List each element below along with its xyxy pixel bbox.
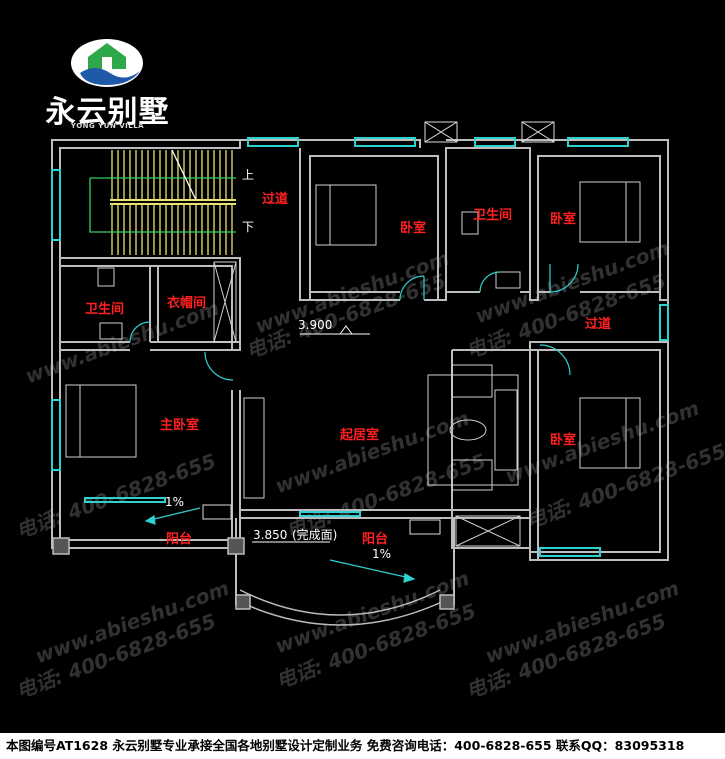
- staircase: [89, 149, 236, 255]
- balconies: [52, 505, 455, 626]
- window: [539, 547, 601, 557]
- shower: [495, 271, 521, 289]
- stair-down-label: 下: [242, 220, 254, 234]
- elevation-floor: 3.900: [298, 318, 332, 332]
- window: [84, 497, 166, 503]
- room-label-corridor: 过道: [262, 191, 288, 207]
- column: [227, 537, 245, 555]
- window: [354, 137, 416, 147]
- room-label-bedroom: 卧室: [550, 211, 576, 227]
- floor-plan: 过道 卧室 卫生间 卧室 卫生间 衣帽间 过道 主卧室 起居室 卧室 阳台 阳台…: [51, 121, 669, 626]
- bed-master: [65, 384, 137, 458]
- room-label-balcony: 阳台: [166, 531, 192, 547]
- room-label-master-bedroom: 主卧室: [160, 417, 199, 433]
- room-label-bedroom: 卧室: [550, 432, 576, 448]
- brand-name: 永云别墅: [45, 95, 170, 130]
- elevation-note: (完成面): [292, 527, 337, 542]
- window: [659, 304, 669, 341]
- room-label-balcony: 阳台: [362, 531, 388, 547]
- window: [567, 137, 629, 147]
- wardrobe: [213, 261, 237, 343]
- vents: [202, 121, 555, 535]
- room-label-living-room: 起居室: [339, 427, 379, 443]
- bed-right-lower: [579, 397, 641, 469]
- brand-name-en: YONG YUN VILLA: [70, 122, 145, 130]
- windows: [51, 137, 669, 557]
- slope-label: 1%: [165, 495, 184, 509]
- elevation-balcony: 3.850: [253, 528, 287, 542]
- footer-bar: 本图编号AT1628 永云别墅专业承接全国各地别墅设计定制业务 免费咨询电话：4…: [0, 733, 725, 759]
- slope-label: 1%: [372, 547, 391, 561]
- room-label-bedroom: 卧室: [400, 220, 426, 236]
- footer-text: 本图编号AT1628 永云别墅专业承接全国各地别墅设计定制业务 免费咨询电话：4…: [6, 738, 685, 753]
- room-label-bathroom: 卫生间: [473, 207, 512, 223]
- tv-cabinet: [243, 397, 265, 499]
- room-label-bathroom: 卫生间: [85, 301, 124, 317]
- window: [51, 169, 61, 241]
- doors: [129, 263, 579, 381]
- bed-mid: [315, 184, 377, 246]
- slope-arrows: [144, 507, 416, 583]
- brand-logo: 永云别墅 YONG YUN VILLA: [40, 35, 175, 130]
- sofa-set: [427, 374, 519, 486]
- room-label-closet: 衣帽间: [167, 295, 206, 311]
- window: [299, 511, 361, 517]
- house-cloud-logo-icon: [71, 39, 143, 87]
- window: [51, 399, 61, 471]
- column: [439, 594, 455, 610]
- column: [52, 537, 70, 555]
- furniture: [65, 181, 641, 547]
- window: [247, 137, 299, 147]
- window: [474, 137, 516, 147]
- bed-right: [579, 181, 641, 243]
- toilet: [461, 211, 479, 235]
- walls: [51, 139, 669, 605]
- toilet: [97, 267, 115, 287]
- elevation-marks: [252, 325, 370, 543]
- column: [235, 594, 251, 610]
- sink: [99, 322, 123, 340]
- stair-up-label: 上: [242, 168, 254, 182]
- room-label-corridor: 过道: [585, 316, 611, 332]
